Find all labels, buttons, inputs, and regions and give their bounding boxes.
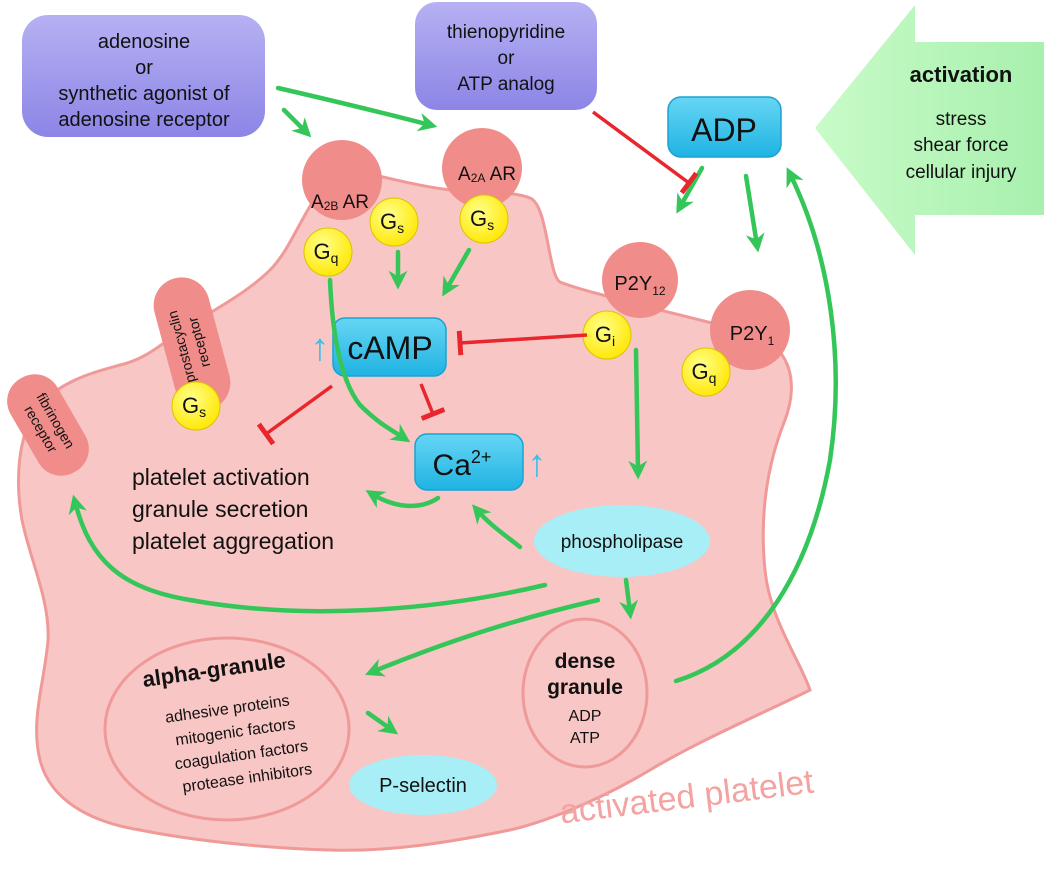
p2y12-receptor-label: P2Y12 [614, 273, 665, 298]
alpha-granule-ellipse [103, 636, 351, 822]
dense-granule-item-atp: ATP [570, 730, 600, 747]
activation-title: activation [910, 62, 1013, 87]
arrow-gs-a2a-to-camp [442, 247, 472, 297]
gi-p2y12-label: Gi [595, 322, 615, 349]
arrow-phospholipase-to-calcium [472, 504, 523, 550]
adenosine-line-2: or [135, 57, 153, 79]
p-selectin-ellipse [349, 755, 497, 815]
activation-arrow-shape [815, 5, 1044, 255]
adenosine-source-box [22, 15, 265, 137]
gs-a2a-label: Gs [470, 206, 494, 233]
camp-up-arrow: ↑ [311, 327, 330, 369]
activation-arrows [68, 85, 838, 735]
dense-granule-title-2: granule [547, 676, 623, 699]
adp-label: ADP [691, 112, 757, 148]
calcium-up-arrow: ↑ [528, 443, 547, 485]
p-selectin-label: P-selectin [379, 775, 467, 797]
adenosine-line-3: synthetic agonist of [58, 83, 230, 105]
arrow-phospholipase-to-alpha [365, 597, 601, 677]
arrow-gq-to-calcium [327, 277, 411, 443]
prostacyclin-receptor [153, 277, 231, 411]
thienopyridine-line-2: or [498, 48, 516, 69]
fibrinogen-receptor [7, 374, 89, 476]
adenosine-line-1: adenosine [98, 31, 190, 53]
activation-item-stress: stress [936, 109, 987, 130]
thienopyridine-line-3: ATP analog [457, 74, 555, 95]
phospholipase-label: phospholipase [561, 532, 684, 553]
inhibit-camp-to-effects [256, 384, 334, 446]
a2b-receptor [302, 140, 382, 220]
gs-a2b [369, 197, 419, 247]
effect-platelet-aggregation: platelet aggregation [132, 528, 334, 554]
effect-granule-secretion: granule secretion [132, 496, 308, 522]
dense-granule-item-adp: ADP [569, 708, 602, 725]
arrow-alpha-to-p-selectin [365, 710, 399, 735]
arrow-phospholipase-to-dense [619, 577, 638, 620]
gq-p2y1 [681, 347, 731, 397]
calcium-label: Ca2+ [433, 447, 492, 482]
prostacyclin-receptor-group: prostacyclin receptor [153, 277, 231, 411]
thienopyridine-line-1: thienopyridine [447, 22, 565, 43]
arrow-dense-to-adp [673, 167, 838, 684]
gs-prostacyclin [171, 381, 221, 431]
gq-p2y1-label: Gq [692, 359, 717, 386]
dense-granule-ellipse [521, 617, 649, 769]
activation-item-cellular-injury: cellular injury [906, 162, 1017, 183]
inhibit-gi-to-camp [456, 330, 588, 356]
camp-box [332, 317, 447, 377]
dense-granule-title-1: dense [555, 650, 616, 673]
p2y1-receptor [710, 290, 790, 370]
thienopyridine-source-box [415, 2, 597, 110]
adenosine-line-4: adenosine receptor [58, 109, 230, 131]
inhibition-lines [256, 110, 699, 446]
phospholipase-ellipse [534, 505, 710, 577]
adp-box [667, 96, 782, 158]
gq-a2b [303, 227, 353, 277]
camp-label: cAMP [347, 330, 432, 366]
calcium-box [414, 433, 524, 491]
arrow-adp-to-p2y1 [743, 173, 765, 253]
arrow-calcium-to-effects [365, 490, 441, 509]
inhibit-thienopyridine-to-p2y12 [591, 110, 699, 195]
arrow-adenosine-to-a2b [281, 107, 312, 138]
gs-a2a [459, 194, 509, 244]
gs-prostacyclin-label: Gs [182, 393, 206, 420]
gs-a2b-label: Gs [380, 209, 404, 236]
a2a-receptor [442, 128, 522, 208]
inhibit-camp-to-calcium [419, 383, 446, 421]
a2b-receptor-label: A2B AR [311, 192, 369, 213]
p2y1-receptor-label: P2Y1 [730, 323, 775, 348]
arrow-phospholipase-to-fibrinogen [68, 494, 548, 614]
effect-platelet-activation: platelet activation [132, 464, 310, 490]
arrow-adenosine-to-a2a [275, 85, 438, 132]
activation-item-shear-force: shear force [913, 135, 1008, 156]
a2a-receptor-label: A2A AR [458, 164, 516, 185]
p2y12-receptor [602, 242, 678, 318]
arrow-gi-to-phospholipase [628, 347, 648, 480]
gq-a2b-label: Gq [314, 239, 339, 266]
arrow-adp-to-p2y12 [676, 165, 705, 214]
